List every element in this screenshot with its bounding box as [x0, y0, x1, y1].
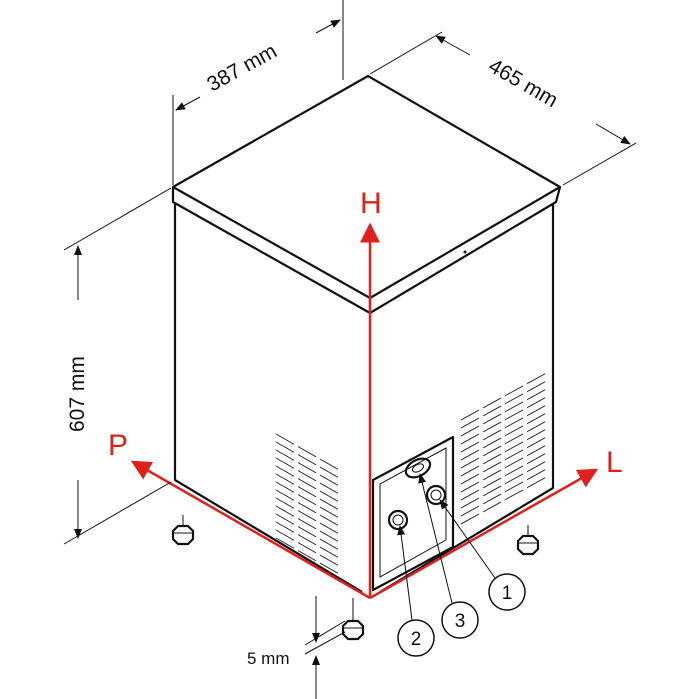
foot-right — [516, 525, 540, 556]
axes: H P L — [108, 187, 623, 600]
dimensions: 387 mm 465 mm 607 mm 5 mm — [63, 0, 637, 699]
axis-p-arrow — [130, 460, 371, 600]
drain-outlet — [387, 509, 409, 531]
axis-p-label: P — [108, 429, 128, 462]
callout-3: 3 — [455, 611, 466, 632]
depth-dimension: 465 mm — [485, 54, 562, 112]
right-side — [379, 204, 555, 593]
foot-clearance-dimension: 5 mm — [247, 649, 290, 668]
foot-left — [171, 515, 195, 546]
height-dimension: 607 mm — [66, 356, 89, 432]
cabinet — [171, 74, 562, 593]
vent-left — [275, 433, 339, 574]
foot-front — [341, 598, 365, 641]
connection-panel — [371, 435, 455, 592]
feet — [171, 515, 540, 641]
left-side — [173, 202, 363, 593]
water-inlet — [425, 484, 447, 506]
axis-l-label: L — [606, 446, 623, 479]
vent-right — [460, 373, 546, 525]
callout-2: 2 — [411, 629, 422, 650]
callouts: 1 2 3 — [397, 473, 526, 657]
power-cable-outlet — [404, 457, 432, 479]
width-dimension: 387 mm — [203, 39, 280, 96]
axis-h-label: H — [360, 187, 382, 220]
axis-l-arrow — [369, 468, 599, 600]
callout-1: 1 — [502, 583, 513, 604]
